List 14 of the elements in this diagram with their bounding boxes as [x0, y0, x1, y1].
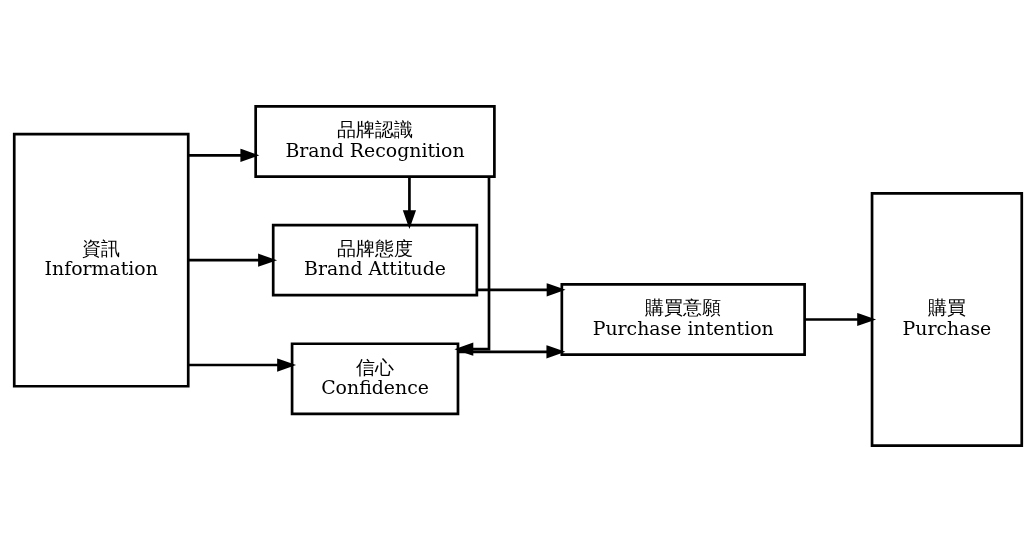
node-box: 購買意願 Purchase intention — [560, 282, 806, 356]
arrow — [188, 357, 297, 372]
arrow — [804, 312, 877, 326]
node-box: 信心 Confidence — [290, 341, 460, 415]
node-box: 購買 Purchase — [870, 191, 1024, 447]
node-box: 品牌態度 Brand Attitude — [271, 223, 479, 297]
arrow — [188, 253, 278, 267]
node-box: 資訊 Information — [12, 132, 190, 388]
arrow — [454, 176, 491, 356]
node-box: 品牌認識 Brand Recognition — [254, 104, 496, 178]
arrow — [477, 282, 566, 296]
arrow — [402, 176, 417, 229]
arrow — [188, 148, 260, 162]
arrow — [458, 344, 566, 358]
